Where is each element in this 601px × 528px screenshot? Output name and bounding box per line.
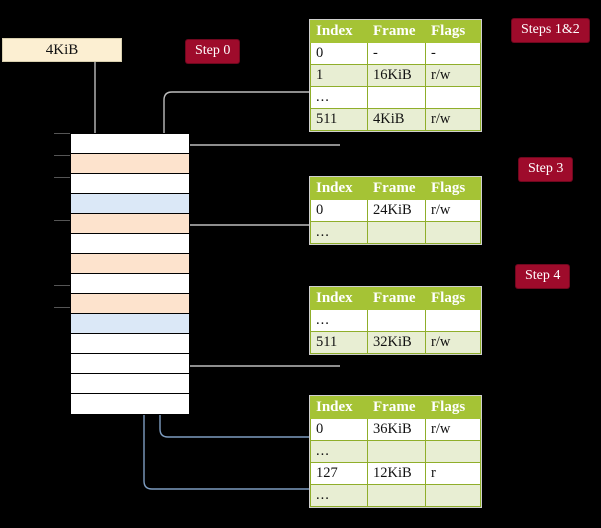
- column-header-index: Index: [310, 20, 368, 43]
- cell-flags: [425, 221, 481, 244]
- memory-frame-row: [71, 174, 189, 194]
- column-header-flags: Flags: [425, 177, 481, 200]
- source-frame-label: 4KiB: [45, 41, 79, 58]
- column-header-frame: Frame: [367, 20, 426, 43]
- cell-index: 0: [310, 418, 368, 441]
- step-badge-step-3: Step 3: [519, 158, 573, 181]
- memory-row-tick: [54, 177, 70, 178]
- column-header-flags: Flags: [425, 287, 481, 310]
- column-header-index: Index: [310, 287, 368, 310]
- cell-frame: [367, 484, 426, 507]
- memory-row-tick: [54, 307, 70, 308]
- cell-frame: [367, 86, 426, 109]
- cell-index: ...: [310, 221, 368, 244]
- cell-flags: -: [425, 42, 481, 65]
- cell-frame: 32KiB: [367, 331, 426, 354]
- column-header-frame: Frame: [367, 287, 426, 310]
- cell-index: 511: [310, 108, 368, 131]
- memory-frame-row: [71, 314, 189, 334]
- cell-flags: [425, 484, 481, 507]
- memory-frame-row: [71, 254, 189, 274]
- memory-frame-row: [71, 374, 189, 394]
- cell-flags: r/w: [425, 199, 481, 222]
- memory-frame-row: [71, 294, 189, 314]
- cell-frame: 36KiB: [367, 418, 426, 441]
- cell-index: 0: [310, 42, 368, 65]
- column-header-flags: Flags: [425, 396, 481, 419]
- cell-flags: [425, 440, 481, 463]
- table-row: ...: [310, 484, 481, 507]
- cell-frame: [367, 309, 426, 332]
- column-header-index: Index: [310, 396, 368, 419]
- table-row: 0--: [310, 42, 481, 65]
- cell-index: 1: [310, 64, 368, 87]
- cell-index: ...: [310, 86, 368, 109]
- memory-frame-row: [71, 234, 189, 254]
- cell-flags: [425, 309, 481, 332]
- column-header-frame: Frame: [367, 396, 426, 419]
- cell-flags: r: [425, 462, 481, 485]
- step-badge-steps-1-2: Steps 1&2: [512, 19, 589, 42]
- cell-index: 0: [310, 199, 368, 222]
- source-frame-box: 4KiB: [2, 38, 122, 62]
- step-badge-step-4: Step 4: [516, 265, 570, 288]
- cell-flags: [425, 86, 481, 109]
- cell-frame: -: [367, 42, 426, 65]
- memory-frame-row: [71, 394, 189, 414]
- cell-frame: 4KiB: [367, 108, 426, 131]
- memory-frame-row: [71, 134, 189, 154]
- table-row: ...: [310, 221, 481, 244]
- memory-row-tick: [54, 220, 70, 221]
- cell-index: 127: [310, 462, 368, 485]
- cell-index: 511: [310, 331, 368, 354]
- table-row: ...: [310, 440, 481, 463]
- column-header-flags: Flags: [425, 20, 481, 43]
- memory-frame-row: [71, 194, 189, 214]
- step-badge-step-0: Step 0: [186, 40, 240, 63]
- memory-row-tick: [54, 133, 70, 134]
- cell-index: ...: [310, 440, 368, 463]
- column-header-frame: Frame: [367, 177, 426, 200]
- cell-index: ...: [310, 309, 368, 332]
- cell-flags: r/w: [425, 331, 481, 354]
- table-row: ...: [310, 86, 481, 109]
- memory-row-tick: [54, 285, 70, 286]
- cell-flags: r/w: [425, 108, 481, 131]
- physical-memory-column: [70, 133, 190, 415]
- cell-flags: r/w: [425, 64, 481, 87]
- cell-frame: 24KiB: [367, 199, 426, 222]
- column-header-index: Index: [310, 177, 368, 200]
- cell-frame: [367, 440, 426, 463]
- cell-index: ...: [310, 484, 368, 507]
- memory-frame-row: [71, 334, 189, 354]
- memory-frame-row: [71, 154, 189, 174]
- cell-frame: 12KiB: [367, 462, 426, 485]
- table-row: ...: [310, 309, 481, 332]
- memory-frame-row: [71, 214, 189, 234]
- memory-frame-row: [71, 354, 189, 374]
- memory-row-tick: [54, 155, 70, 156]
- cell-frame: 16KiB: [367, 64, 426, 87]
- cell-flags: r/w: [425, 418, 481, 441]
- memory-frame-row: [71, 274, 189, 294]
- cell-frame: [367, 221, 426, 244]
